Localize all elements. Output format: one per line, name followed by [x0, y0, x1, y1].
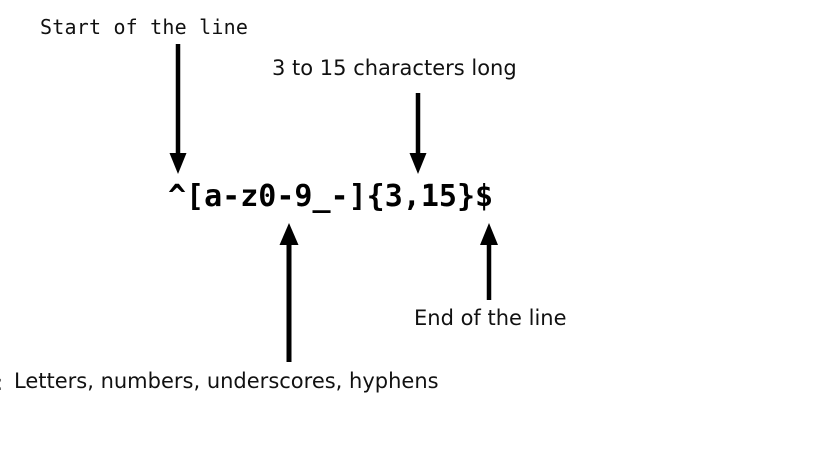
clipped-edge-glyph: : — [0, 371, 3, 395]
annotation-length-range: 3 to 15 characters long — [272, 56, 517, 80]
annotation-start-of-line: Start of the line — [40, 15, 249, 39]
regex-expression: ^[a-z0-9_-]{3,15}$ — [168, 179, 494, 214]
annotation-character-class: Letters, numbers, underscores, hyphens — [14, 369, 439, 393]
annotation-end-of-line: End of the line — [414, 306, 567, 330]
